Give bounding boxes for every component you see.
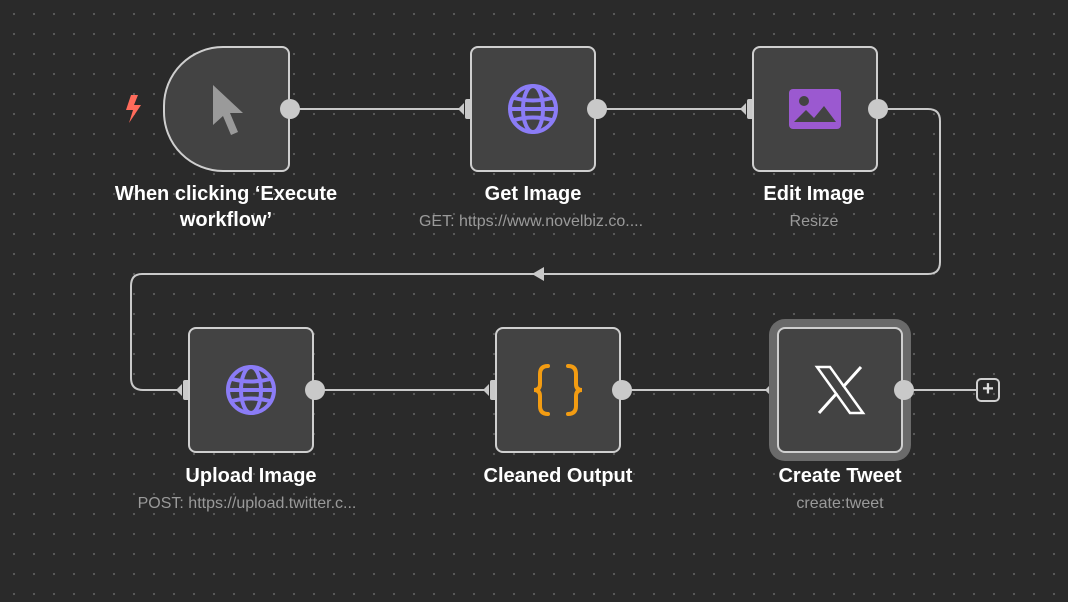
globe-icon [508, 84, 558, 134]
node-cleaned-output[interactable] [495, 327, 621, 453]
node-subtitle: Resize [789, 213, 839, 230]
input-port[interactable] [772, 380, 780, 400]
output-port[interactable] [280, 99, 300, 119]
arrow-head-midpoint [532, 267, 544, 281]
input-port[interactable] [490, 380, 498, 400]
arrow-head [483, 384, 489, 396]
node-subtitle: create:tweet [796, 495, 884, 512]
input-port[interactable] [183, 380, 191, 400]
braces-icon [533, 364, 583, 416]
node-trigger[interactable] [163, 46, 290, 172]
cursor-icon [212, 85, 243, 135]
node-title: Get Image [484, 183, 582, 205]
node-upload-image[interactable] [188, 327, 314, 453]
output-port[interactable] [587, 99, 607, 119]
output-port[interactable] [868, 99, 888, 119]
output-port[interactable] [305, 380, 325, 400]
x-logo-icon [814, 365, 866, 415]
node-subtitle: GET: https://www.novelbiz.co.... [418, 213, 644, 230]
node-title: Edit Image [763, 183, 865, 205]
arrow-head [765, 384, 771, 396]
output-port[interactable] [612, 380, 632, 400]
input-port[interactable] [747, 99, 755, 119]
lightning-bolt-icon [126, 95, 141, 123]
node-title: When clicking ‘Execute workflow’ [114, 183, 338, 231]
image-icon [789, 89, 841, 129]
node-edit-image[interactable] [752, 46, 878, 172]
arrow-head [176, 384, 182, 396]
output-port[interactable] [894, 380, 914, 400]
add-node-button[interactable]: + [976, 378, 1000, 402]
node-get-image[interactable] [470, 46, 596, 172]
node-subtitle: POST: https://upload.twitter.c... [137, 495, 357, 512]
input-port[interactable] [465, 99, 473, 119]
node-title: Upload Image [185, 465, 317, 487]
node-title: Create Tweet [778, 465, 902, 487]
node-create-tweet[interactable] [777, 327, 903, 453]
node-title: Cleaned Output [483, 465, 633, 487]
globe-icon [226, 365, 276, 415]
arrow-head [458, 103, 464, 115]
arrow-head [740, 103, 746, 115]
